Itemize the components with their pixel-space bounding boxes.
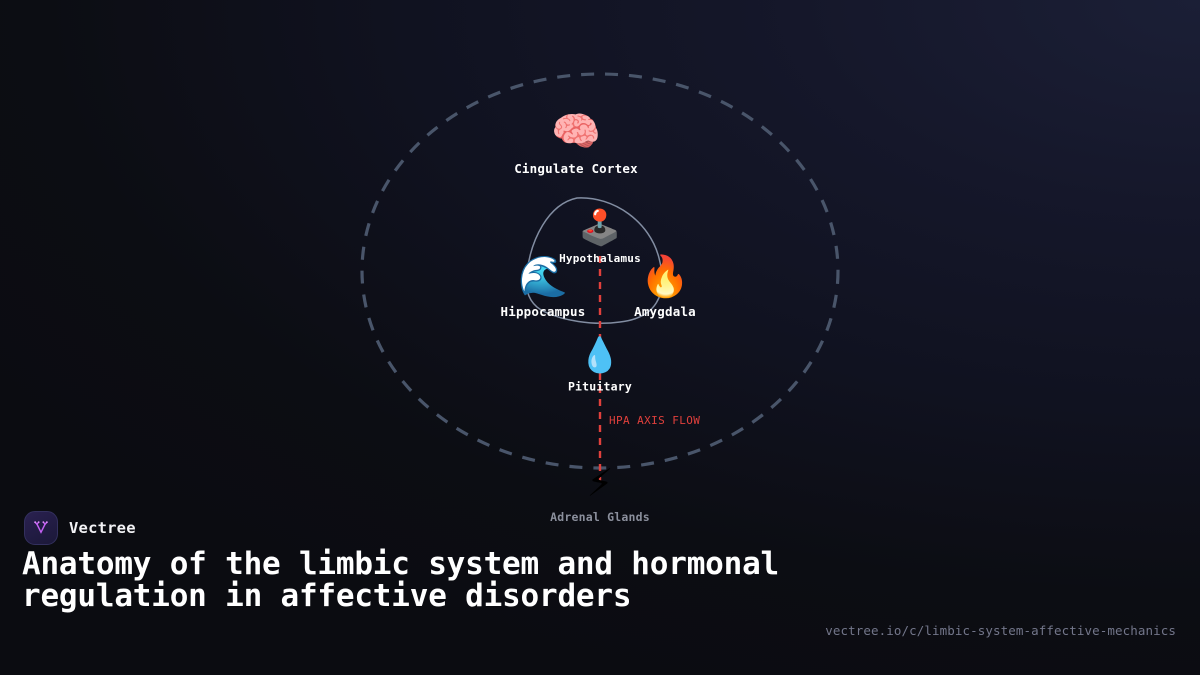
wave-icon: 🌊 <box>518 254 568 300</box>
node-adrenal-glands[interactable]: ⚡ Adrenal Glands <box>505 464 695 524</box>
droplet-icon: 💧 <box>578 335 622 376</box>
brain-icon: 🧠 <box>551 109 601 155</box>
node-label-hypothalamus: Hypothalamus <box>559 252 641 265</box>
vectree-logo-icon <box>24 511 58 545</box>
node-label-amygdala: Amygdala <box>634 304 696 319</box>
vectree-tree-glyph <box>34 521 48 534</box>
brand-name: Vectree <box>69 519 136 537</box>
node-hypothalamus[interactable]: 🕹️ Hypothalamus <box>505 211 695 265</box>
page-title: Anatomy of the limbic system and hormona… <box>22 546 780 614</box>
joystick-icon: 🕹️ <box>578 208 622 248</box>
brand-lockup: Vectree <box>24 511 136 545</box>
source-url[interactable]: vectree.io/c/limbic-system-affective-mec… <box>825 623 1176 638</box>
node-hippocampus[interactable]: 🌊 Hippocampus <box>448 257 638 319</box>
fire-icon: 🔥 <box>640 254 690 300</box>
node-amygdala[interactable]: 🔥 Amygdala <box>570 257 760 319</box>
hpa-axis-flow-label: HPA AXIS FLOW <box>609 414 701 427</box>
node-label-cingulate-cortex: Cingulate Cortex <box>514 161 638 176</box>
node-label-hippocampus: Hippocampus <box>500 304 586 319</box>
node-label-adrenal-glands: Adrenal Glands <box>550 510 650 524</box>
node-label-pituitary: Pituitary <box>567 379 633 394</box>
node-cingulate-cortex[interactable]: 🧠 Cingulate Cortex <box>481 112 671 176</box>
node-pituitary[interactable]: 💧 Pituitary <box>505 339 695 394</box>
lightning-icon: ⚡ <box>586 461 614 505</box>
